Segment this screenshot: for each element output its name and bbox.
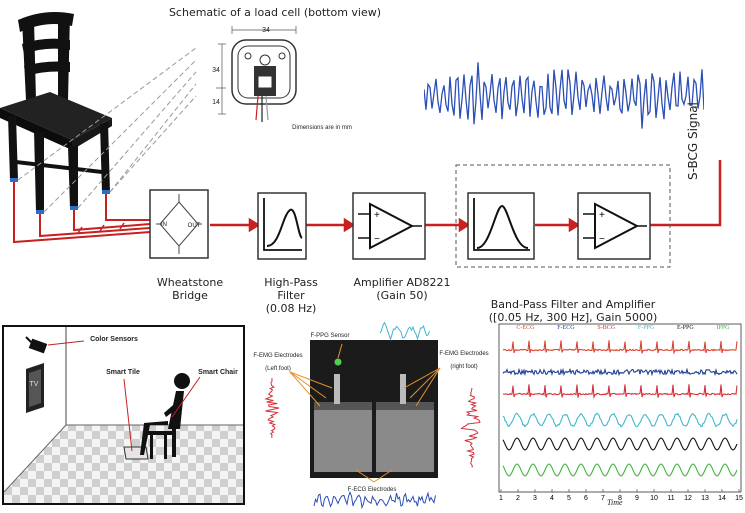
sbcg-waveform (424, 62, 704, 129)
signal-trace (502, 412, 738, 428)
signal-trace (502, 367, 738, 377)
schematic-dim-left: 34 (212, 67, 220, 74)
signal-trace (502, 463, 738, 477)
plot-legend: C-ECG F-ECG S-BCG F-PPG E-PPG IPPG (505, 325, 741, 331)
schematic-title: Schematic of a load cell (bottom view) (168, 6, 382, 19)
color-sensors-label: Color Sensors (90, 336, 138, 343)
svg-text:+: + (374, 210, 380, 221)
x-tick-label: 6 (584, 495, 588, 502)
x-tick-label: 7 (601, 495, 605, 502)
legend-item: F-ECG (557, 325, 575, 331)
x-tick-label: 9 (635, 495, 639, 502)
x-tick-label: 4 (550, 495, 554, 502)
highpass-label: High-Pass Filter (0.08 Hz) (264, 276, 318, 315)
legend-item: C-ECG (516, 325, 535, 331)
signal-chain: + − + − (149, 160, 722, 268)
fppg-sensor-label: F-PPG Sensor (310, 333, 350, 339)
x-tick-label: 15 (735, 495, 743, 502)
svg-text:+: + (599, 210, 605, 221)
x-tick-label: 12 (684, 495, 692, 502)
svg-text:−: − (374, 234, 380, 245)
x-tick-label: 11 (667, 495, 674, 502)
femg-left-label: F-EMG Electrodes (Left foot) (253, 353, 303, 372)
x-tick-label: 3 (533, 495, 537, 502)
schematic-dim-top: 34 (262, 27, 270, 34)
svg-text:−: − (599, 234, 605, 245)
plot-xlabel: Time (607, 498, 623, 507)
x-tick-label: 8 (618, 495, 622, 502)
amplifier-label: Amplifier AD8221 (Gain 50) (353, 276, 451, 302)
femg-right-label: F-EMG Electrodes (right foot) (439, 351, 489, 370)
x-tick-label: 13 (701, 495, 709, 502)
x-tick-label: 10 (650, 495, 658, 502)
schematic-dim-inner: 14 (212, 99, 220, 106)
x-tick-label: 2 (516, 495, 520, 502)
bandpass-label: Band-Pass Filter and Amplifier ([0.05 Hz… (488, 298, 658, 324)
room-panel (2, 325, 245, 505)
smart-tile-label: Smart Tile (106, 369, 140, 376)
sbcg-signal-label: S-BCG Signal (686, 102, 700, 180)
x-tick-label: 14 (718, 495, 726, 502)
legend-item: S-BCG (597, 325, 616, 331)
schematic-note: Dimensions are in mm (292, 125, 352, 131)
room-illustration (4, 327, 243, 503)
x-tick-label: 1 (499, 495, 503, 502)
bridge-in-label: IN (161, 222, 167, 228)
fecg-electrodes-label: F-ECG Electrodes (347, 487, 397, 493)
tv-label: TV (29, 381, 39, 388)
legend-item: F-PPG (637, 325, 655, 331)
smart-chair-label: Smart Chair (198, 369, 238, 376)
x-tick-label: 5 (567, 495, 571, 502)
legend-item: E-PPG (677, 325, 694, 331)
chair-illustration (0, 12, 197, 244)
signal-trace (503, 384, 738, 400)
load-cell-schematic (216, 26, 297, 122)
wheatstone-label: Wheatstone Bridge (156, 276, 224, 302)
signal-trace (502, 437, 738, 451)
smart-tile-illustration (264, 321, 481, 510)
legend-item: IPPG (716, 325, 730, 331)
signal-trace (502, 340, 738, 355)
bridge-out-label: OUT (187, 223, 201, 229)
